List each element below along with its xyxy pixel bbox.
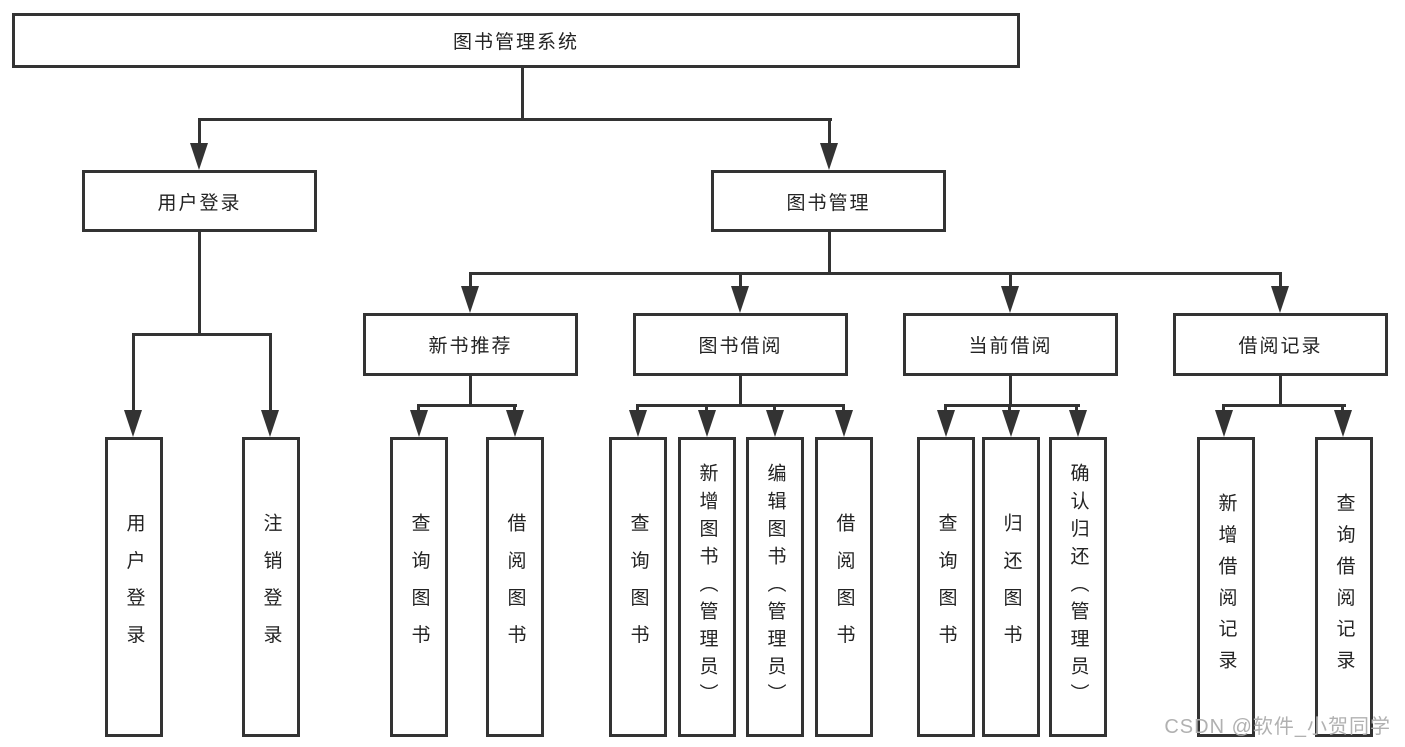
connector-line xyxy=(828,232,831,274)
connector-line xyxy=(417,404,517,407)
connector-line xyxy=(739,275,742,288)
arrowhead-down-icon xyxy=(261,410,279,437)
connector-line xyxy=(132,336,135,412)
leaf-add-borrow-record-label: 新增借阅记录 xyxy=(1215,492,1237,682)
arrowhead-down-icon xyxy=(766,410,784,437)
arrowhead-down-icon xyxy=(1069,410,1087,437)
connector-line xyxy=(1279,376,1282,407)
arrowhead-down-icon xyxy=(1215,410,1233,437)
leaf-query-books-borrowing: 查询图书 xyxy=(609,437,667,737)
arrowhead-down-icon xyxy=(1334,410,1352,437)
arrowhead-down-icon xyxy=(698,410,716,437)
connector-line xyxy=(132,333,272,336)
arrowhead-down-icon xyxy=(461,286,479,313)
node-book-borrowing-label: 图书借阅 xyxy=(698,336,783,357)
leaf-query-books-current: 查询图书 xyxy=(917,437,975,737)
leaf-query-borrow-record-label: 查询借阅记录 xyxy=(1333,492,1355,682)
connector-line xyxy=(1009,376,1012,407)
connector-line xyxy=(469,272,1282,275)
connector-line xyxy=(1009,275,1012,288)
connector-line xyxy=(1222,407,1225,412)
connector-line xyxy=(1341,407,1344,412)
leaf-borrow-books-recommend-label: 借阅图书 xyxy=(504,512,526,662)
node-current-borrowing: 当前借阅 xyxy=(903,313,1118,376)
arrowhead-down-icon xyxy=(410,410,428,437)
connector-line xyxy=(521,68,524,120)
node-book-management-label: 图书管理 xyxy=(786,192,871,214)
leaf-add-books-admin: 新增图书（管理员） xyxy=(678,437,736,737)
connector-line xyxy=(417,407,420,412)
connector-line xyxy=(469,376,472,407)
leaf-add-books-admin-label: 新增图书（管理员） xyxy=(696,463,718,711)
leaf-query-borrow-record: 查询借阅记录 xyxy=(1315,437,1373,737)
connector-line xyxy=(773,407,776,412)
leaf-logout-label: 注销登录 xyxy=(260,512,282,662)
connector-line xyxy=(944,407,947,412)
connector-line xyxy=(828,121,831,145)
leaf-edit-books-admin: 编辑图书（管理员） xyxy=(746,437,804,737)
node-current-borrowing-label: 当前借阅 xyxy=(968,336,1053,357)
node-user-login: 用户登录 xyxy=(82,170,317,232)
leaf-logout: 注销登录 xyxy=(242,437,300,737)
node-root-label: 图书管理系统 xyxy=(452,32,579,53)
leaf-edit-books-admin-label: 编辑图书（管理员） xyxy=(764,463,786,711)
leaf-borrow-books-label: 借阅图书 xyxy=(833,512,855,662)
leaf-borrow-books: 借阅图书 xyxy=(815,437,873,737)
watermark: CSDN @软件_小贺同学 xyxy=(1164,716,1391,738)
node-book-management: 图书管理 xyxy=(711,170,946,232)
leaf-user-login: 用户登录 xyxy=(105,437,163,737)
leaf-return-books: 归还图书 xyxy=(982,437,1040,737)
leaf-confirm-return-admin: 确认归还（管理员） xyxy=(1049,437,1107,737)
node-book-borrowing: 图书借阅 xyxy=(633,313,848,376)
connector-line xyxy=(513,407,516,412)
leaf-user-login-label: 用户登录 xyxy=(123,512,145,662)
connector-line xyxy=(269,336,272,412)
connector-line xyxy=(1008,407,1011,412)
leaf-borrow-books-recommend: 借阅图书 xyxy=(486,437,544,737)
arrowhead-down-icon xyxy=(1002,410,1020,437)
connector-line xyxy=(1222,404,1346,407)
arrowhead-down-icon xyxy=(506,410,524,437)
connector-line xyxy=(1279,275,1282,288)
leaf-return-books-label: 归还图书 xyxy=(1000,512,1022,662)
arrowhead-down-icon xyxy=(1001,286,1019,313)
connector-line xyxy=(636,407,639,412)
leaf-query-books-recommend-label: 查询图书 xyxy=(408,512,430,662)
connector-line xyxy=(944,404,1080,407)
leaf-query-books-borrowing-label: 查询图书 xyxy=(627,512,649,662)
connector-line xyxy=(469,275,472,288)
arrowhead-down-icon xyxy=(1271,286,1289,313)
connector-line xyxy=(705,407,708,412)
leaf-query-books-current-label: 查询图书 xyxy=(935,512,957,662)
leaf-add-borrow-record: 新增借阅记录 xyxy=(1197,437,1255,737)
connector-line xyxy=(739,376,742,407)
arrowhead-down-icon xyxy=(731,286,749,313)
connector-line xyxy=(198,121,201,145)
connector-line xyxy=(636,404,845,407)
arrowhead-down-icon xyxy=(835,410,853,437)
connector-line xyxy=(1075,407,1078,412)
arrowhead-down-icon xyxy=(629,410,647,437)
node-user-login-label: 用户登录 xyxy=(157,192,242,214)
arrowhead-down-icon xyxy=(124,410,142,437)
node-borrowing-records: 借阅记录 xyxy=(1173,313,1388,376)
node-root: 图书管理系统 xyxy=(12,13,1020,68)
arrowhead-down-icon xyxy=(820,143,838,170)
node-new-book-recommend-label: 新书推荐 xyxy=(428,336,513,357)
node-new-book-recommend: 新书推荐 xyxy=(363,313,578,376)
arrowhead-down-icon xyxy=(937,410,955,437)
connector-line xyxy=(198,232,201,335)
connector-line xyxy=(842,407,845,412)
leaf-query-books-recommend: 查询图书 xyxy=(390,437,448,737)
node-borrowing-records-label: 借阅记录 xyxy=(1238,336,1323,357)
arrowhead-down-icon xyxy=(190,143,208,170)
leaf-confirm-return-admin-label: 确认归还（管理员） xyxy=(1067,463,1089,711)
connector-line xyxy=(198,118,832,121)
